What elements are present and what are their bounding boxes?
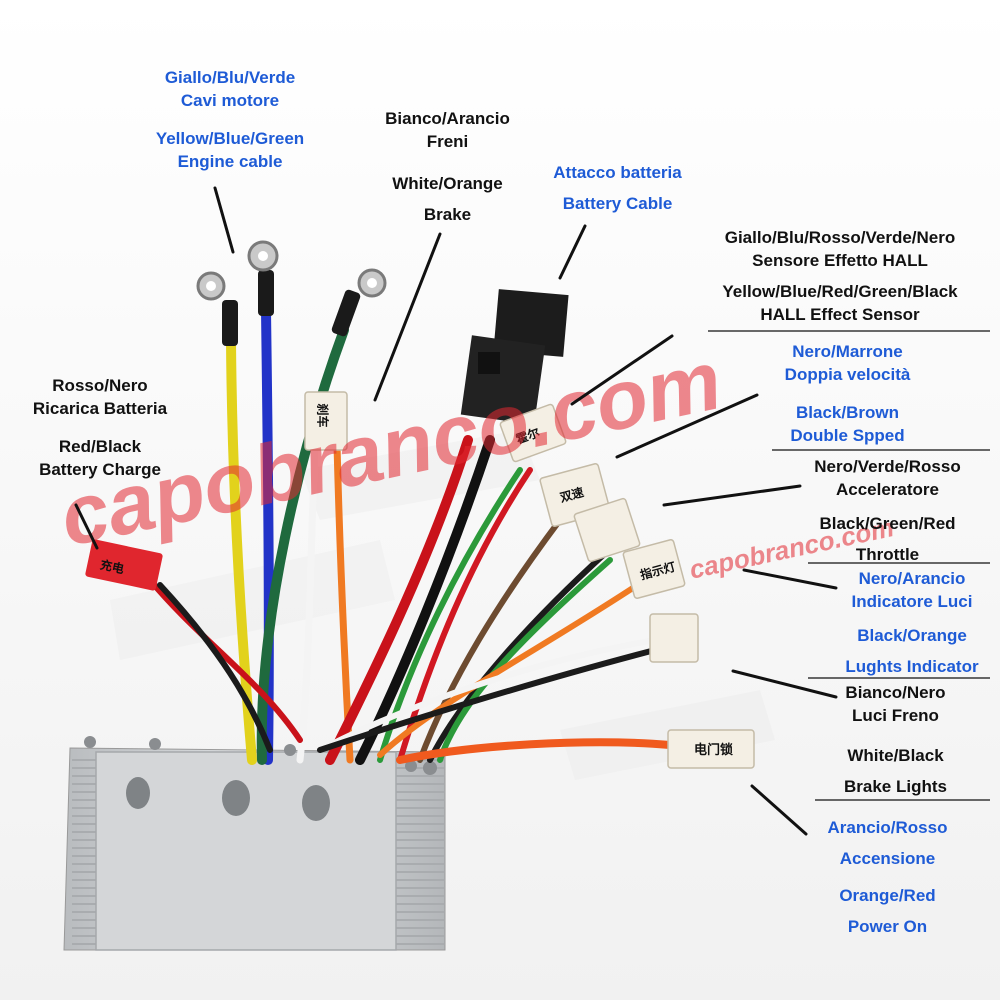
power-connector-tag: 电门锁 <box>694 742 734 757</box>
battery-cable-label-it: Attacco batteria <box>553 163 682 182</box>
battery-cable-label-en: Battery Cable <box>562 194 673 213</box>
connector-plug-icon <box>460 289 569 425</box>
ring-terminal-icon <box>196 240 387 346</box>
controller-box-icon <box>63 736 446 951</box>
